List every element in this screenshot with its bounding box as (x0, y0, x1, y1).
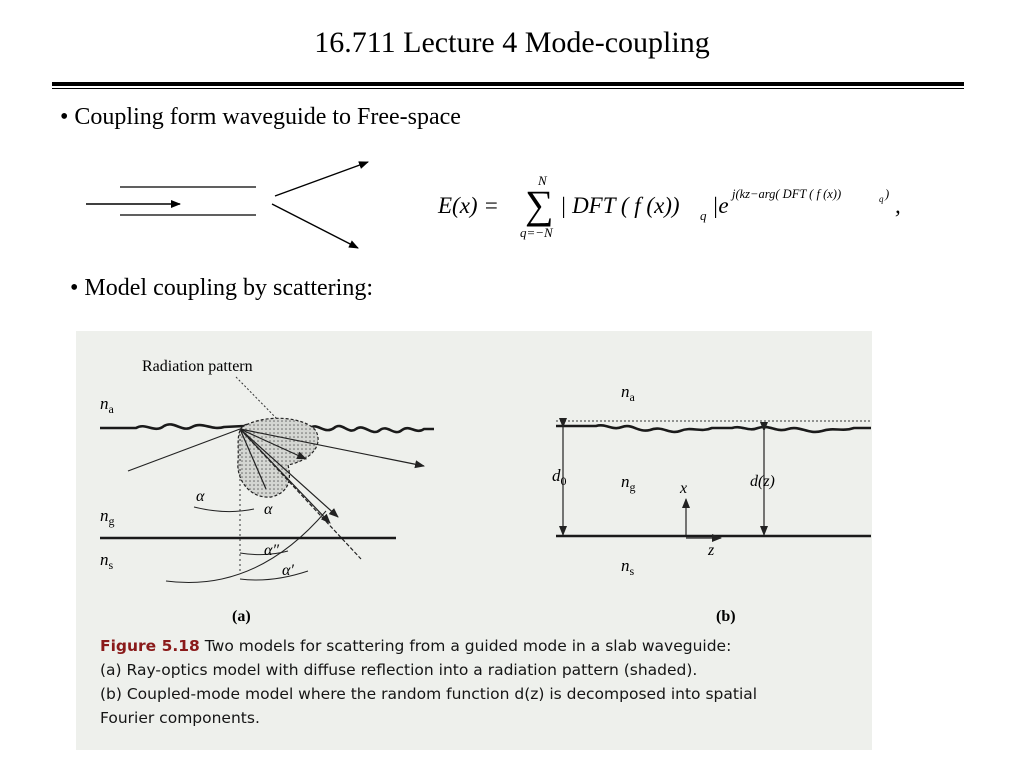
n-a-left: na (100, 394, 115, 416)
slide-title: 16.711 Lecture 4 Mode-coupling (314, 26, 710, 59)
eq-sum-lower: q=−N (520, 225, 554, 240)
free-space-arrow-down (271, 203, 359, 249)
eq-trail: , (895, 193, 901, 218)
n-a-right: na (621, 382, 636, 404)
eq-lhs: E(x) = (437, 193, 499, 218)
figure-caption-line2: (a) Ray-optics model with diffuse reflec… (100, 661, 698, 679)
eq-body-sub: q (700, 208, 707, 223)
radiation-pattern-label: Radiation pattern (142, 358, 253, 375)
title-rule-thick (52, 82, 964, 86)
figure-number: Figure 5.18 (100, 637, 200, 655)
eq-exponent-close: ) (884, 187, 889, 201)
z-label: z (707, 542, 715, 559)
n-g-right: ng (621, 472, 636, 494)
ray-incident (127, 428, 241, 472)
coupling-equation: E(x) = N ∑ q=−N | DFT ( f (x)) q |e j(kz… (437, 173, 901, 240)
alpha-double-prime: α″ (264, 542, 279, 559)
n-s-left: ns (100, 550, 114, 572)
angle-arc-outer (165, 510, 327, 584)
ray-specular (239, 428, 425, 469)
eq-sum-sign: ∑ (525, 182, 554, 227)
eq-exp-base: |e (712, 193, 729, 218)
figure-5-18: Radiation pattern na α α ng ns α″ α′ (a)… (76, 331, 872, 750)
figure-caption-line3: (b) Coupled-mode model where the random … (100, 685, 758, 703)
alpha-left: α (196, 488, 205, 505)
eq-sum-upper: N (537, 173, 548, 188)
d0-label: d0 (552, 466, 567, 488)
n-s-right: ns (621, 556, 635, 578)
radiation-leader (235, 376, 282, 424)
alpha-prime: α′ (282, 562, 294, 579)
title-rule-thin (52, 88, 964, 89)
ray-scatter-2 (239, 428, 339, 518)
x-label: x (679, 480, 687, 497)
n-g-left: ng (100, 506, 115, 528)
angle-arc-alpha-double (239, 550, 289, 556)
dz-label: d(z) (750, 473, 775, 490)
figure-caption-line1: Figure 5.18 Two models for scattering fr… (100, 637, 731, 655)
eq-body: | DFT ( f (x)) (560, 193, 680, 218)
free-space-arrow-up (274, 161, 369, 197)
radiation-lobe (237, 417, 319, 498)
waveguide-coupling-diagram (86, 161, 369, 249)
figure-caption-line4: Fourier components. (100, 709, 260, 727)
caption-line1-text: Two models for scattering from a guided … (204, 637, 732, 655)
bullet-scattering: • Model coupling by scattering: (70, 275, 374, 301)
ray-scatter-3 (239, 428, 267, 490)
rough-surface-right (556, 424, 871, 434)
bullet-coupling: • Coupling form waveguide to Free-space (60, 104, 461, 130)
angle-arc-alpha-prime (239, 570, 309, 581)
angle-arc-alpha (193, 506, 255, 513)
eq-exponent-sub: q (879, 194, 884, 204)
figure-drawing: Radiation pattern na α α ng ns α″ α′ (a)… (100, 358, 871, 625)
eq-exponent: j(kz−arg( DFT ( f (x)) (730, 187, 841, 201)
panel-a-label: (a) (232, 608, 251, 625)
ray-scatter-1 (239, 428, 307, 460)
panel-b-label: (b) (716, 608, 736, 625)
alpha-right: α (264, 501, 273, 518)
